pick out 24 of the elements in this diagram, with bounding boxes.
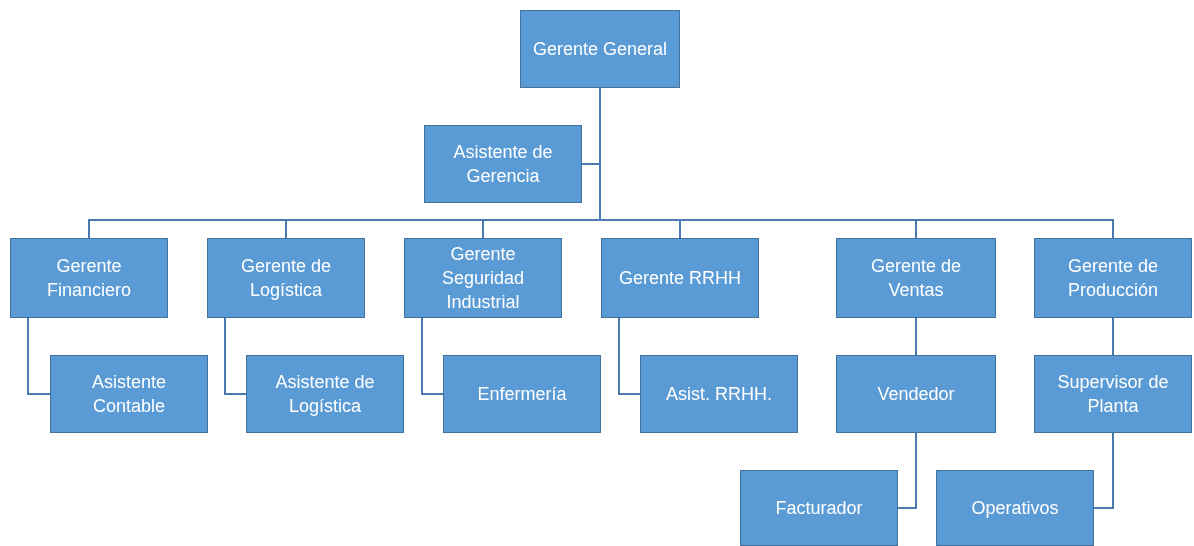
- org-box: Facturador: [740, 470, 898, 546]
- org-box: Gerente de Ventas: [836, 238, 996, 318]
- connector-line: [1093, 432, 1114, 509]
- org-box: Asistente de Gerencia: [424, 125, 582, 203]
- org-box: Gerente de Producción: [1034, 238, 1192, 318]
- connector-line: [897, 432, 917, 509]
- org-box: Gerente de Logística: [207, 238, 365, 318]
- connector-line: [618, 317, 641, 395]
- connector-line: [27, 317, 51, 395]
- org-box: Enfermería: [443, 355, 601, 433]
- org-box: Asist. RRHH.: [640, 355, 798, 433]
- org-box: Operativos: [936, 470, 1094, 546]
- org-box: Gerente RRHH: [601, 238, 759, 318]
- org-box: Supervisor de Planta: [1034, 355, 1192, 433]
- org-box: Asistente de Logística: [246, 355, 404, 433]
- org-box: Gerente Seguridad Industrial: [404, 238, 562, 318]
- org-box: Asistente Contable: [50, 355, 208, 433]
- org-box: Gerente Financiero: [10, 238, 168, 318]
- org-box: Gerente General: [520, 10, 680, 88]
- connector-line: [421, 317, 444, 395]
- connector-line: [915, 317, 917, 356]
- connector-line: [1112, 317, 1114, 356]
- connector-line: [224, 317, 247, 395]
- org-box: Vendedor: [836, 355, 996, 433]
